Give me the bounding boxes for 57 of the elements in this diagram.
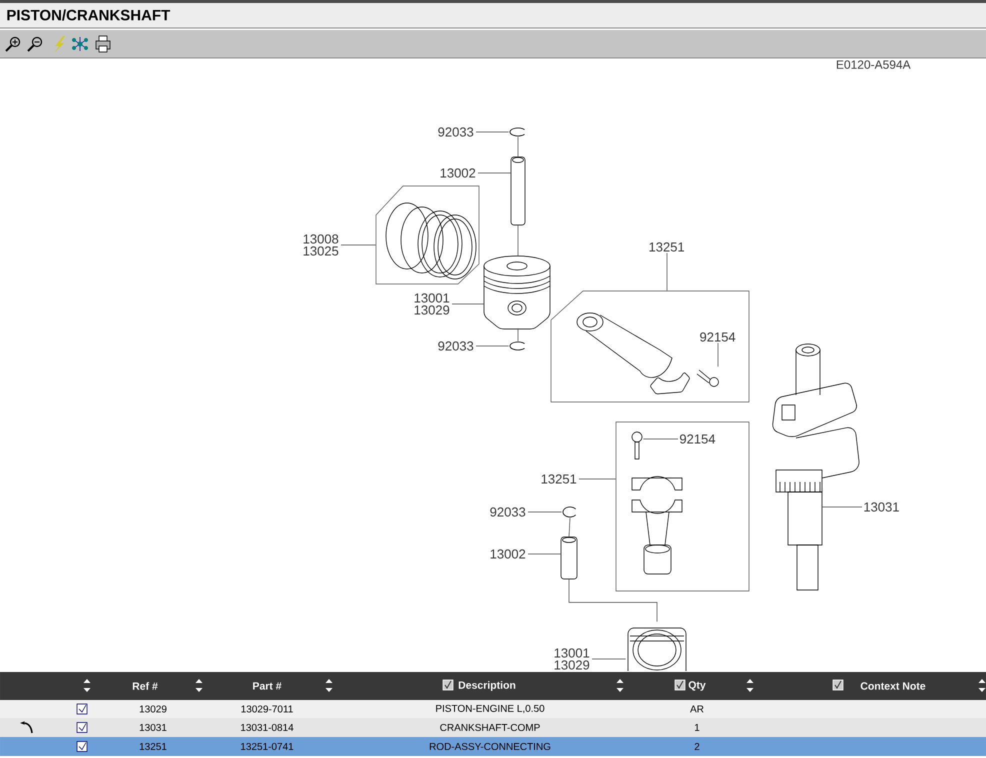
column-header: Part # — [253, 682, 282, 690]
alignment-line — [568, 518, 570, 537]
table-cell: 13251 — [140, 742, 166, 750]
leader-line — [643, 438, 678, 440]
table-cell: 13029-7011 — [241, 705, 293, 713]
leader-line — [340, 244, 376, 246]
callout-number: 13251 — [650, 242, 684, 252]
drawing-code: E0120-A594A — [836, 60, 911, 69]
leader-line — [578, 478, 616, 480]
alignment-line — [568, 579, 658, 622]
table-cell: 13031 — [140, 724, 166, 732]
leader-line — [592, 658, 626, 660]
crankshaft-drawing — [772, 344, 860, 590]
table-cell: AR — [690, 706, 704, 712]
table-cell: CRANKSHAFT-COMP — [440, 724, 540, 732]
circlip-drawing — [510, 128, 525, 136]
piston-pin-drawing — [560, 536, 578, 580]
callout-number: 13001 13029 — [414, 293, 450, 315]
leader-line — [666, 252, 668, 291]
piston-drawing — [484, 256, 550, 330]
column-header: Context Note — [860, 682, 926, 690]
piston-pin-drawing — [510, 156, 526, 226]
piston-ring-set-drawing — [386, 202, 476, 280]
connecting-rod-drawing — [576, 312, 690, 394]
group-frame — [376, 186, 480, 284]
group-frame — [550, 290, 750, 402]
leader-line — [478, 172, 511, 174]
callout-number: 92033 — [490, 507, 526, 517]
callout-number: 13002 — [440, 168, 476, 178]
bolt-drawing — [632, 432, 642, 460]
table-cell: PISTON-ENGINE L,0.50 — [436, 704, 544, 714]
table-cell: 13029 — [140, 705, 166, 713]
title-bar: PISTON/CRANKSHAFT — [0, 0, 986, 28]
column-header: Qty — [688, 681, 706, 691]
table-cell: ROD-ASSY-CONNECTING — [430, 742, 550, 750]
table-cell: 1 — [695, 724, 700, 731]
callout-number: 13002 — [490, 549, 526, 559]
column-header: Ref # — [132, 682, 158, 690]
column-header: Description — [458, 681, 516, 691]
connecting-rod-drawing — [632, 476, 682, 574]
callout-number: 13251 — [542, 474, 576, 484]
circlip-drawing — [562, 506, 576, 518]
table-cell: 2 — [694, 743, 700, 750]
callout-number: 92033 — [438, 127, 474, 137]
callout-number: 13008 13025 — [304, 234, 338, 256]
callout-number: 92154 — [700, 332, 736, 342]
callout-number: 13031 — [864, 502, 899, 512]
table-cell: 13031-0814 — [241, 724, 294, 732]
callout-number: 92154 — [680, 434, 716, 444]
group-frame — [616, 422, 750, 592]
leader-line — [822, 506, 862, 508]
callout-number: 92033 — [438, 341, 474, 351]
circlip-drawing — [510, 342, 525, 350]
bolt-drawing — [696, 370, 719, 387]
piston-drawing — [628, 628, 686, 672]
table-cell: 13251-0741 — [241, 742, 294, 750]
callout-number: 13001 13029 — [554, 648, 590, 670]
